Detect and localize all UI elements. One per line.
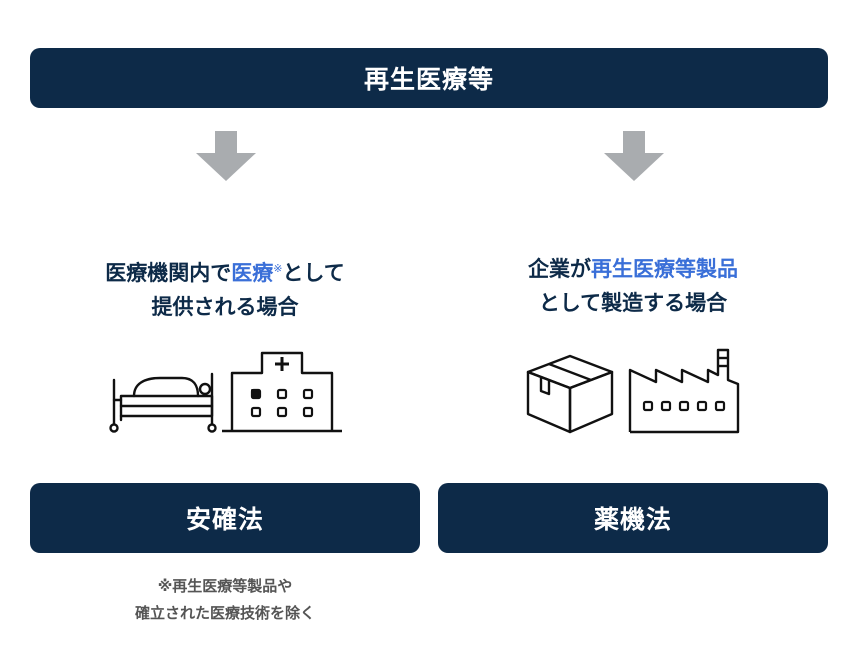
left-heading-accent: 医療 — [231, 261, 274, 285]
left-heading-text-b: として — [282, 261, 345, 285]
right-heading-line1: 企業が再生医療等製品 — [438, 252, 828, 286]
right-heading: 企業が再生医療等製品 として製造する場合 — [438, 252, 828, 320]
hospital-bed-icon — [109, 372, 217, 433]
right-law-label: 薬機法 — [593, 505, 672, 534]
top-category-bar: 再生医療等 — [30, 48, 828, 108]
footnote-line2: 確立された医療技術を除く — [134, 604, 315, 622]
left-heading: 医療機関内で医療※として 提供される場合 — [30, 252, 420, 324]
hospital-building-icon — [222, 351, 342, 433]
right-law-bar: 薬機法 — [438, 483, 828, 553]
left-heading-line2: 提供される場合 — [151, 295, 299, 319]
factory-icon — [628, 348, 740, 434]
left-law-label: 安確法 — [185, 505, 264, 534]
left-heading-line1: 医療機関内で医療※として — [30, 252, 420, 290]
footnote: ※再生医療等製品や 確立された医療技術を除く — [30, 573, 420, 627]
left-down-arrow-icon — [196, 131, 256, 181]
right-heading-line2: として製造する場合 — [538, 291, 728, 315]
left-heading-note-mark: ※ — [273, 262, 283, 275]
left-heading-text-a: 医療機関内で — [105, 261, 232, 285]
footnote-line1: ※再生医療等製品や — [157, 577, 293, 595]
cardboard-box-icon — [526, 354, 614, 434]
right-down-arrow-icon — [604, 131, 664, 181]
right-heading-accent: 再生医療等製品 — [591, 257, 738, 281]
right-heading-text-a: 企業が — [528, 257, 591, 281]
left-law-bar: 安確法 — [30, 483, 420, 553]
top-category-label: 再生医療等 — [363, 65, 494, 94]
